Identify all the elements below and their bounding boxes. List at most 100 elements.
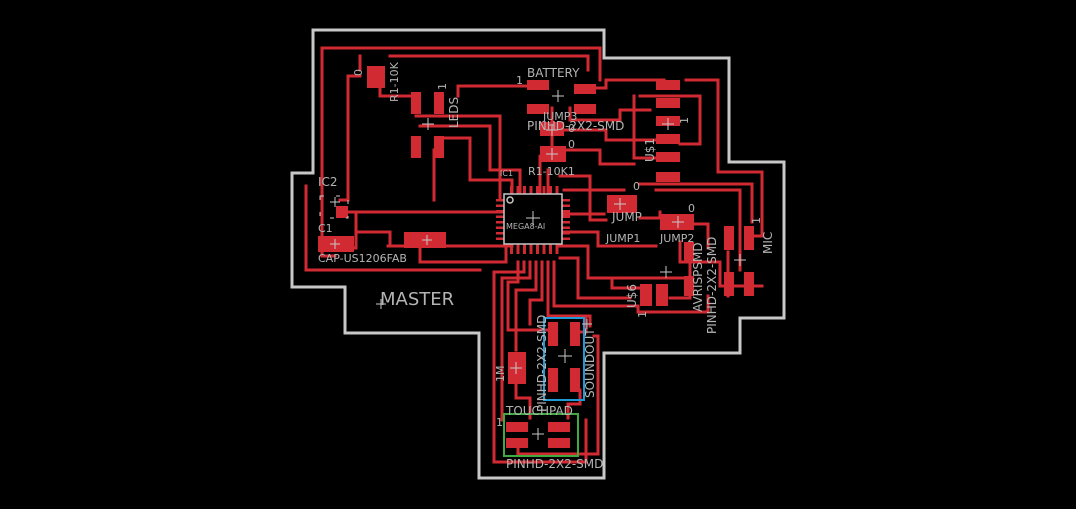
origin-cross (672, 216, 684, 228)
trace (564, 148, 636, 166)
pad (744, 226, 754, 250)
soundout-highlight (543, 317, 585, 401)
pad (506, 422, 528, 432)
trace (562, 128, 658, 142)
label-jump2-pin: 0 (688, 202, 695, 215)
pad (527, 80, 549, 90)
pad (656, 98, 680, 108)
pad (548, 422, 570, 432)
label-jump3-pkg: PINHD-2X2-SMD (527, 119, 624, 133)
ic1-pin (510, 244, 513, 254)
pad (570, 368, 580, 392)
trace (638, 210, 662, 220)
trace (388, 54, 590, 72)
ic1-pin (496, 199, 504, 202)
trace (558, 256, 632, 300)
trace (456, 84, 532, 98)
trace (506, 260, 554, 332)
label-us1-pin1: 1 (678, 117, 691, 124)
trace (684, 78, 764, 238)
trace (500, 260, 532, 422)
label-battery: BATTERY (527, 66, 580, 80)
trace (514, 260, 538, 352)
trace (638, 182, 754, 224)
ic1-pin (496, 215, 504, 218)
ic1-pin (549, 186, 552, 194)
label-touchpad: TOUCHPAD (505, 404, 573, 418)
pad (656, 134, 680, 144)
trace (338, 74, 362, 202)
origin-cross (532, 428, 544, 440)
trace (668, 244, 692, 300)
label-r1-10k1: R1-10K1 (528, 165, 575, 178)
ic1-pin (562, 199, 570, 202)
trace (692, 222, 710, 250)
pad (434, 92, 444, 114)
label-leds: LEDS (447, 97, 461, 128)
origin-cross (614, 198, 626, 210)
touchpad-highlight (503, 413, 579, 457)
ic1-pins (496, 186, 570, 254)
label-leds-pin1: 1 (436, 83, 449, 90)
ic1-pin (555, 244, 559, 254)
trace (514, 382, 532, 420)
label-battery-pin1: 1 (516, 74, 523, 87)
label-r1-10k: R1-10K (388, 61, 401, 102)
trace (632, 94, 658, 160)
trace (654, 188, 742, 272)
origin-cross (558, 349, 572, 363)
pad (411, 92, 421, 114)
ic1-pin (496, 237, 504, 240)
label-mic: MIC (761, 232, 775, 254)
pad (640, 284, 652, 306)
label-us1: U$1 (643, 138, 657, 162)
ic1-pin (523, 244, 526, 254)
label-jump3-pin: 0 (568, 122, 575, 135)
pad (574, 104, 596, 114)
origin-cross (330, 239, 340, 249)
origin-cross (552, 90, 564, 102)
ic1-pin (523, 186, 526, 194)
origin-cross (330, 197, 340, 207)
trace (558, 244, 686, 280)
label-soundout: SOUNDOUT (583, 328, 597, 398)
origin-cross (376, 299, 386, 309)
label-ic2: IC2 (318, 175, 338, 189)
silkscreen-labels: 0 R1-10K LEDS 1 BATTERY 1 JUMP3 PINHD-2X… (318, 61, 775, 471)
ic1-pin (562, 204, 570, 207)
ic1-pin (555, 186, 559, 194)
label-avrispsmd: AVRISPSMD (691, 242, 705, 312)
origin-cross (526, 211, 540, 225)
pad (336, 206, 348, 218)
label-avrisp-pkg: PINHD-2X2-SMD (705, 237, 719, 334)
label-ic1: IC1 (500, 169, 513, 178)
trace (528, 260, 544, 326)
origin-cross (662, 118, 674, 130)
pad (367, 66, 385, 88)
label-us6: U$6 (625, 284, 639, 308)
trace (378, 84, 420, 98)
label-touchpad-pin1: 1 (496, 416, 503, 429)
trace (418, 238, 508, 264)
pad (548, 368, 558, 392)
label-pinhd-soundout: PINHD-2X2-SMD (535, 315, 549, 412)
trace (566, 388, 582, 420)
ic1-pin (549, 244, 552, 254)
trace (558, 174, 608, 222)
ic1-pin (516, 186, 520, 194)
ic1-pin (562, 232, 570, 235)
ic1-pin1-marker (506, 196, 514, 204)
origin-crosses (330, 90, 746, 440)
trace (568, 106, 652, 122)
ic1-pin (496, 226, 504, 229)
pad (684, 242, 694, 262)
label-touchpad-pkg: PINHD-2X2-SMD (506, 457, 603, 471)
pad (506, 438, 528, 448)
trace (414, 114, 502, 202)
pad (684, 276, 694, 296)
pad (570, 322, 580, 346)
pad (527, 104, 549, 114)
label-master: MASTER (380, 289, 454, 310)
ic1-pin (516, 244, 520, 254)
ic1-pin (510, 186, 513, 194)
